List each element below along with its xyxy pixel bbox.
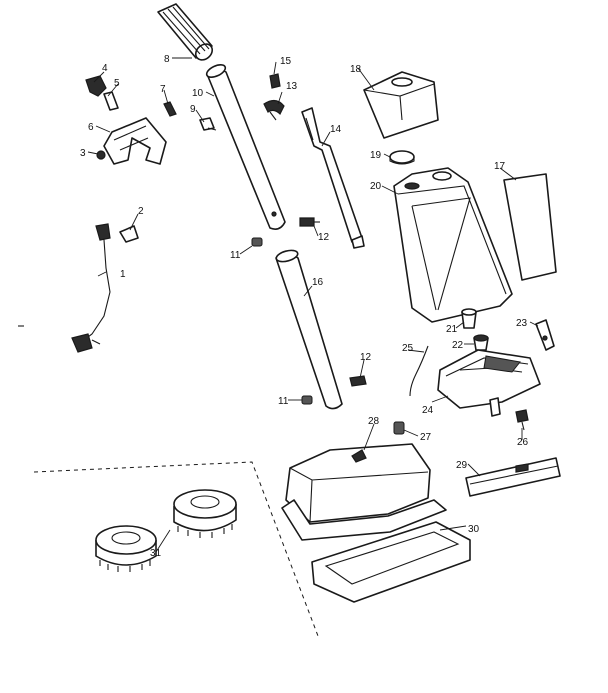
callout-18: 18	[350, 64, 362, 75]
tray-part	[311, 521, 471, 603]
brush-left-part	[95, 525, 157, 572]
callout-26: 26	[517, 437, 529, 448]
callout-7: 7	[160, 84, 166, 95]
handle-grip-part	[157, 3, 214, 61]
callout-12-lower: 12	[360, 352, 372, 363]
base-housing-part	[281, 443, 447, 541]
callout-labels: 1 2 3 4 5 6 7 8 9 10 11 11 12 12 13 14 1…	[80, 54, 529, 559]
valve-21-part	[461, 308, 477, 329]
solution-tank-part	[393, 167, 513, 323]
callout-31: 31	[150, 548, 162, 559]
bracket-plate-part	[535, 319, 555, 351]
callout-24: 24	[422, 405, 434, 416]
callout-8: 8	[164, 54, 170, 65]
nut-27-part	[393, 421, 405, 435]
callout-13: 13	[286, 81, 298, 92]
nozzle-housing-part	[437, 349, 541, 417]
callout-9: 9	[190, 104, 196, 115]
callout-20: 20	[370, 181, 382, 192]
pin-7-part	[163, 101, 177, 117]
power-cord-part	[71, 223, 111, 353]
upper-handle-tube-part	[205, 64, 286, 230]
callout-23: 23	[516, 318, 528, 329]
section-divider-line	[33, 461, 319, 637]
lower-handle-tube-part	[275, 249, 343, 410]
leader-lines	[87, 57, 539, 553]
callout-30: 30	[468, 524, 480, 535]
side-panel-part	[503, 173, 557, 281]
clamp-4-part	[85, 75, 107, 97]
callout-2: 2	[138, 206, 144, 217]
callout-1: 1	[120, 269, 126, 280]
screw-26-part	[515, 409, 529, 431]
callout-17: 17	[494, 161, 506, 172]
strain-relief-2-part	[119, 225, 139, 243]
callout-14: 14	[330, 124, 342, 135]
callout-10: 10	[192, 88, 204, 99]
callout-19: 19	[370, 150, 382, 161]
bracket-housing-part	[103, 117, 167, 165]
screw-12-lower-part	[349, 375, 367, 387]
nut-11-upper-part	[251, 237, 263, 247]
callout-16: 16	[312, 277, 324, 288]
screw-12-upper-part	[299, 217, 320, 227]
clip-5-part	[103, 91, 119, 111]
small-screw-part	[269, 73, 281, 89]
callout-22: 22	[452, 340, 464, 351]
cord-hook-bar-part	[301, 107, 365, 249]
nut-3-part	[96, 150, 106, 160]
callout-25: 25	[402, 343, 414, 354]
callout-11-lower: 11	[278, 396, 289, 407]
callout-27: 27	[420, 432, 432, 443]
callout-11-upper: 11	[230, 250, 241, 261]
callout-6: 6	[88, 122, 94, 133]
tank-cover-part	[363, 71, 439, 139]
nut-11-lower-part	[301, 395, 313, 405]
cap-part	[389, 150, 415, 165]
callout-3: 3	[80, 148, 86, 159]
hose-part	[409, 345, 429, 397]
clip-part	[263, 99, 285, 121]
brush-right-part	[173, 489, 237, 538]
callout-21: 21	[446, 324, 458, 335]
callout-4: 4	[102, 63, 108, 74]
callout-28: 28	[368, 416, 380, 427]
callout-15: 15	[280, 56, 292, 67]
trim-strip-part	[465, 457, 561, 497]
valve-22-part	[473, 334, 489, 351]
callout-12-upper: 12	[318, 232, 330, 243]
callout-5: 5	[114, 78, 120, 89]
callout-29: 29	[456, 460, 468, 471]
